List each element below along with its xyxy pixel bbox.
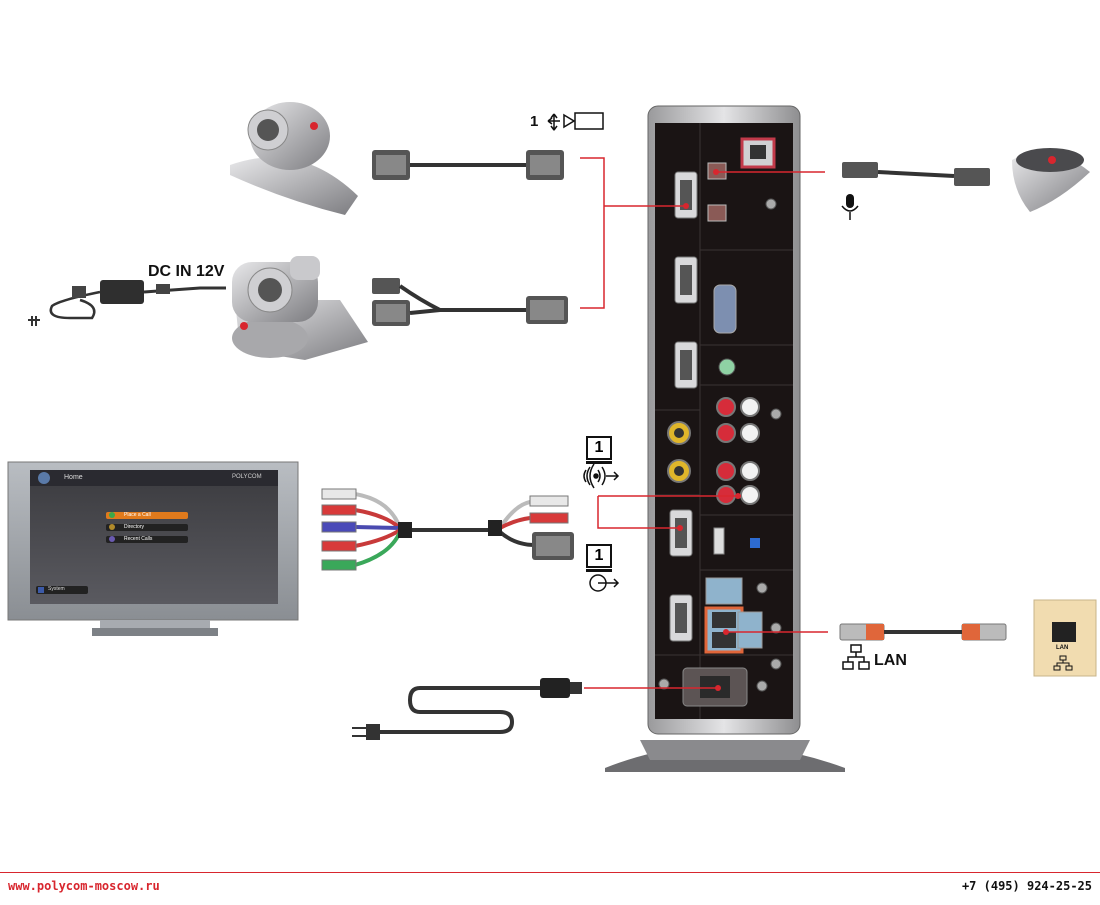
usb-port [713, 527, 725, 555]
camera-input-number: 1 [530, 113, 538, 130]
serial-port [713, 284, 737, 334]
dvi-pins-5 [675, 603, 687, 633]
video-output-number: 1 [586, 544, 612, 572]
camera-top [230, 102, 358, 215]
television [7, 461, 299, 636]
dvi-pins-3 [680, 350, 692, 380]
audio-output-icon [583, 463, 620, 489]
wall-jack-label: LAN [1056, 645, 1069, 651]
camera-cable-top [372, 150, 564, 180]
microphone-icon [841, 194, 859, 220]
dvi-pins-2 [680, 265, 692, 295]
audio-output-number: 1 [586, 436, 612, 464]
connection-lines [580, 157, 828, 689]
camera-second [232, 256, 368, 360]
codec-device [605, 105, 845, 772]
microphone-pod [1012, 148, 1090, 212]
camera-cable-second [372, 278, 568, 326]
camera-input-icon: 1 [530, 112, 604, 131]
power-adapter [28, 280, 226, 326]
dvi-pins-4 [675, 518, 687, 548]
footer: www.polycom-moscow.ru +7 (495) 924-25-25 [0, 872, 1100, 901]
mic-port-2 [707, 204, 727, 222]
footer-url[interactable]: www.polycom-moscow.ru [8, 879, 160, 893]
lan-icon [842, 644, 870, 670]
dc-in-label: DC IN 12V [148, 263, 225, 280]
lan-label: LAN [874, 652, 907, 669]
power-cable [352, 678, 582, 740]
video-output-icon [589, 574, 620, 592]
network-port-1 [705, 577, 743, 605]
status-led [750, 538, 760, 548]
audio-jack [718, 358, 736, 376]
dvi-pins-1 [680, 180, 692, 210]
microphone-cable [842, 162, 990, 186]
rca-jacks [716, 397, 760, 505]
footer-phone: +7 (495) 924-25-25 [961, 879, 1092, 893]
